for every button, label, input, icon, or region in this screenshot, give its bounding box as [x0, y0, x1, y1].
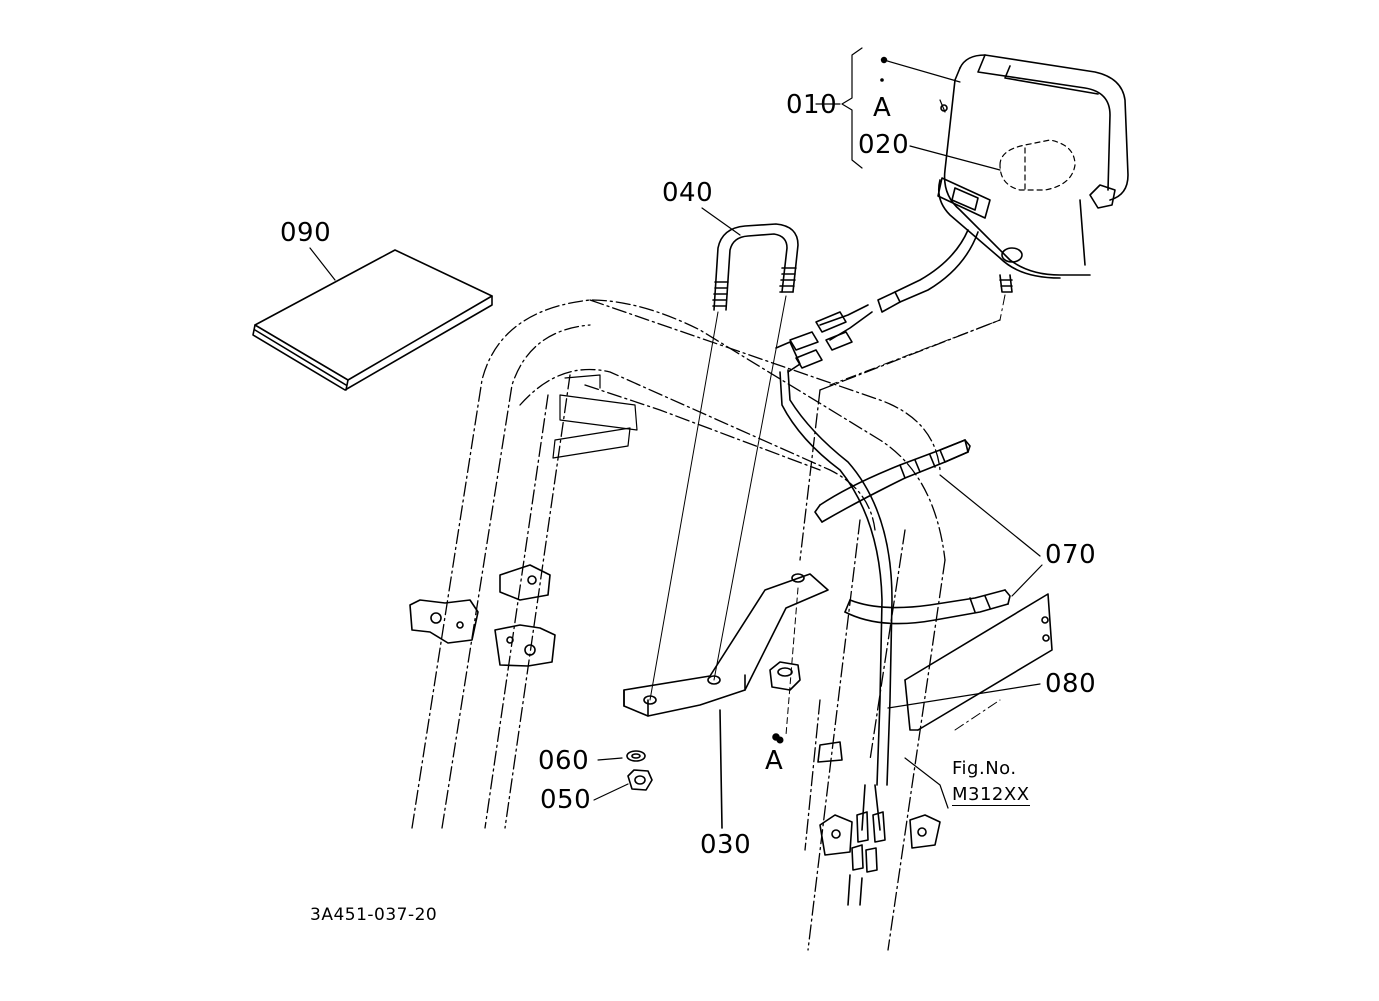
bracket-030 [623, 573, 829, 829]
nut-050-washer-060 [593, 750, 653, 801]
label-070: 070 [1045, 540, 1097, 570]
label-020: 020 [858, 130, 910, 160]
label-050: 050 [540, 785, 592, 815]
rops-frame [411, 299, 1001, 951]
label-090: 090 [280, 218, 332, 248]
cable-ties-070 [814, 439, 1043, 625]
u-bolt-040 [649, 207, 799, 701]
left-mounts [409, 564, 556, 667]
manual-090 [252, 247, 493, 391]
plate-080 [887, 593, 1053, 731]
marker-a-bottom: A [765, 746, 784, 776]
label-040: 040 [662, 178, 714, 208]
nut-a-bottom [769, 587, 801, 741]
drawing-code: 3A451-037-20 [310, 905, 438, 925]
label-060: 060 [538, 746, 590, 776]
marker-dots [776, 56, 888, 744]
wire-harness [775, 229, 979, 906]
label-080: 080 [1045, 669, 1097, 699]
label-010: 010 [786, 90, 838, 120]
work-lamp-010 [829, 54, 1129, 386]
frame-rails [552, 374, 638, 459]
right-mounts [817, 741, 941, 856]
fig-ref-leader [904, 757, 949, 809]
leader-010 [815, 47, 1001, 171]
label-030: 030 [700, 830, 752, 860]
fig-ref-line2[interactable]: M312XX [952, 784, 1030, 806]
marker-a-top: A [873, 93, 892, 123]
fig-ref-line1: Fig.No. [952, 758, 1017, 779]
